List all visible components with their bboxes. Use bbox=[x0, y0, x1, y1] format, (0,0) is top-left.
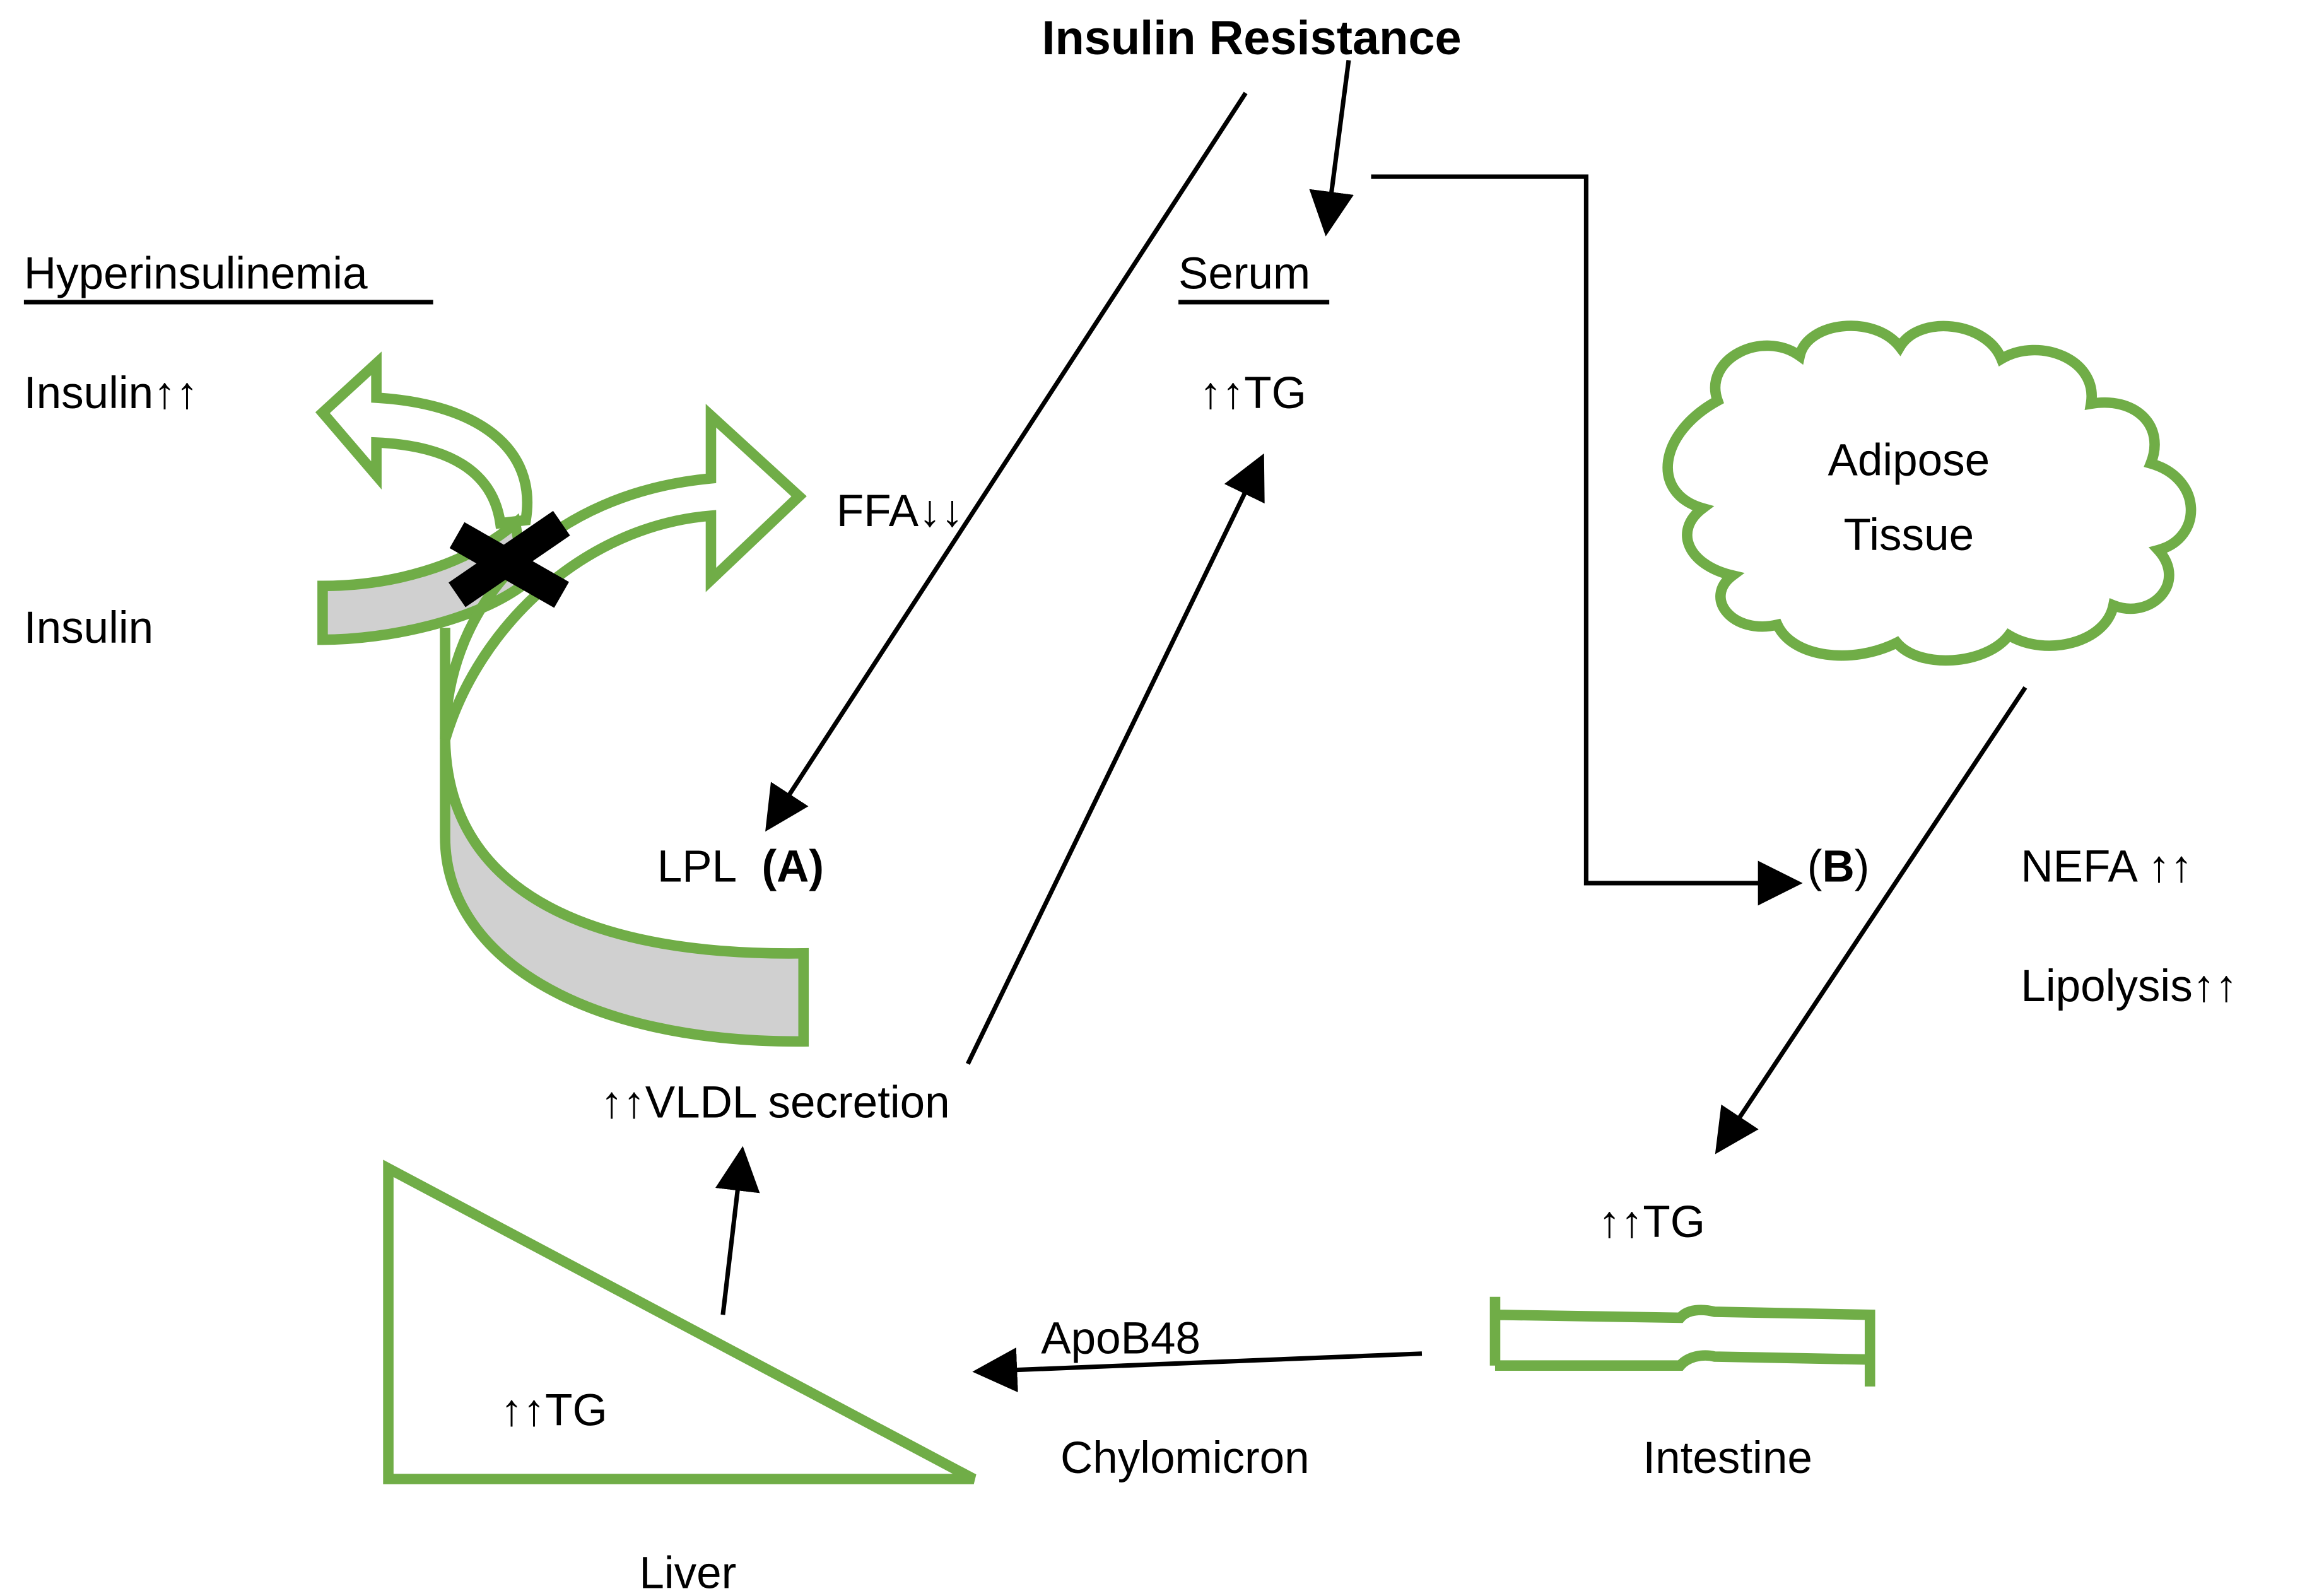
arrow-resistance-to-lpl bbox=[765, 91, 1248, 832]
cloud-icon bbox=[1662, 320, 2197, 666]
liver-tg-label: ↑↑TG bbox=[500, 1385, 607, 1435]
intestine-label: Intestine bbox=[1643, 1433, 1812, 1483]
liver-shape bbox=[383, 1159, 977, 1484]
adipose-label-line2: Tissue bbox=[1844, 510, 1975, 560]
intestine-shape bbox=[1489, 1296, 1875, 1387]
insulin-high-label: Insulin↑↑ bbox=[24, 368, 198, 418]
insulin-label: Insulin bbox=[24, 603, 153, 653]
ffa-label: FFA↓↓ bbox=[836, 486, 963, 536]
arrow-intestine-to-liver bbox=[972, 1347, 1423, 1393]
vldl-label: ↑↑VLDL secretion bbox=[601, 1078, 950, 1128]
arrow-adipose-to-intestine-tg bbox=[1715, 686, 2028, 1154]
b-marker: (B) bbox=[1807, 842, 1870, 892]
nefa-label: NEFA ↑↑ bbox=[2021, 842, 2192, 892]
lpl-marker: (A) bbox=[761, 842, 824, 892]
x-icon bbox=[449, 510, 570, 608]
lipolysis-label: Lipolysis↑↑ bbox=[2021, 961, 2237, 1011]
arrow-vldl-to-serum-tg bbox=[966, 453, 1265, 1065]
hyperinsulinemia-heading: Hyperinsulinemia bbox=[24, 249, 368, 299]
curved-arrow-to-ffa bbox=[440, 404, 807, 742]
apob48-label: ApoB48 bbox=[1041, 1314, 1200, 1364]
arrow-serum-to-b bbox=[1371, 174, 1803, 906]
chylomicron-label: Chylomicron bbox=[1060, 1433, 1310, 1483]
curved-band-lower bbox=[440, 739, 809, 1047]
insulin-curved-arrows bbox=[315, 351, 809, 1047]
lpl-label: LPL bbox=[657, 842, 737, 892]
adipose-label-line1: Adipose bbox=[1828, 436, 1990, 486]
arrow-liver-to-vldl bbox=[715, 1146, 760, 1315]
serum-tg-label: ↑↑TG bbox=[1199, 368, 1306, 418]
curved-arrow-to-insulin-high bbox=[315, 351, 533, 529]
liver-label: Liver bbox=[639, 1548, 736, 1596]
insulin-resistance-title: Insulin Resistance bbox=[1042, 11, 1461, 65]
arrow-resistance-to-serum bbox=[1309, 59, 1354, 237]
intestine-tg-label: ↑↑TG bbox=[1598, 1197, 1705, 1247]
serum-heading: Serum bbox=[1178, 249, 1310, 299]
